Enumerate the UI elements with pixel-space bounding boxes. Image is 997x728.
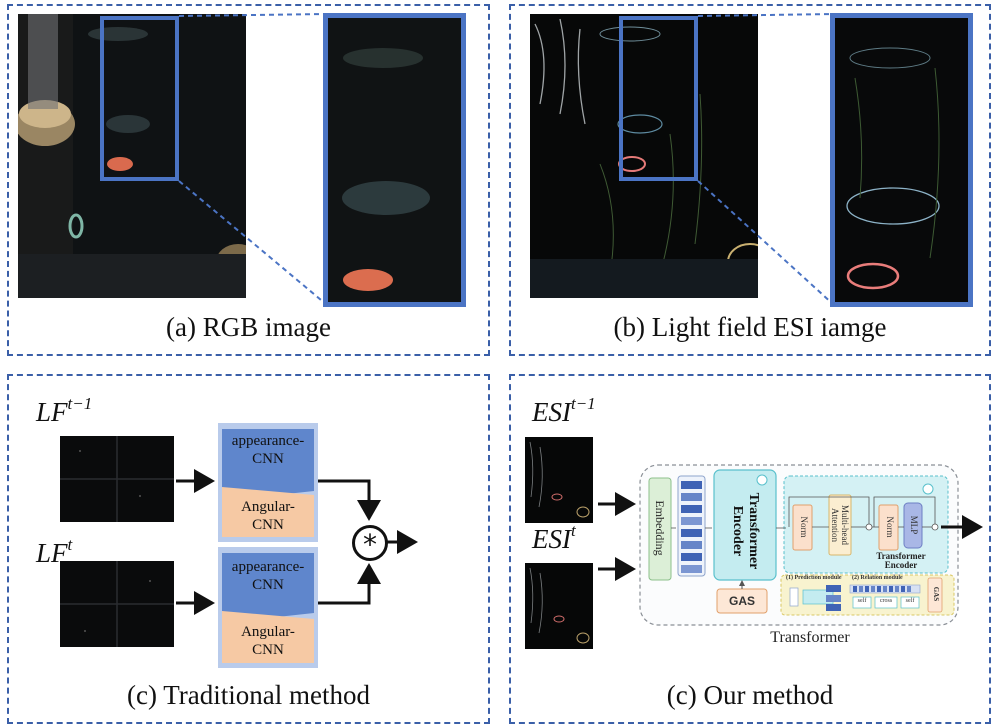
appearance-cnn-top: appearance- CNN [218, 432, 318, 468]
lf-grid-image-prev [60, 436, 174, 522]
input-label-esi-cur: ESIt [532, 521, 576, 554]
esi-thumbnail-cur [525, 563, 593, 649]
relation-block-self-1: self [857, 598, 867, 604]
esi-zoom-region-box [619, 16, 698, 181]
attention-line2: Attention [830, 508, 840, 542]
esi-thumbnail-prev [525, 437, 593, 523]
lf-grid-image-cur [60, 561, 174, 647]
appearance-cnn-line1: appearance- [231, 559, 305, 575]
angular-cnn-top: Angular- CNN [218, 498, 318, 534]
embedding-label: Embedding [653, 500, 667, 556]
panel-our-method [509, 374, 991, 724]
appearance-cnn-bottom: appearance- CNN [218, 558, 318, 594]
angular-cnn-bottom: Angular- CNN [218, 623, 318, 659]
angular-cnn-line1: Angular- [241, 499, 295, 515]
transformer-encoder-block-label: Transformer Encoder [729, 481, 761, 581]
relation-block-self-2: self [905, 598, 915, 604]
attention-label: Multi-head Attention [830, 500, 850, 550]
appearance-cnn-line2: CNN [252, 577, 284, 593]
panel-esi-image [509, 4, 991, 356]
mlp-label: MLP [909, 515, 919, 535]
rgb-zoomed-crop [323, 13, 466, 307]
encoder-detail-label: Transformer Encoder [866, 552, 936, 570]
panel-rgb-image [7, 4, 490, 356]
angular-cnn-line2: CNN [252, 517, 284, 533]
cnn-shapes [222, 429, 314, 663]
appearance-cnn-line2: CNN [252, 451, 284, 467]
encoder-detail-line2: Encoder [884, 560, 918, 570]
transformer-encoder-line1: Transformer [746, 492, 761, 570]
angular-cnn-line2: CNN [252, 642, 284, 658]
rgb-zoom-region-box [100, 16, 179, 181]
transformer-caption-label: Transformer [770, 629, 850, 646]
esi-aquarium-image [530, 14, 758, 298]
norm-label-1: Norm [799, 516, 809, 538]
caption-esi-image: (b) Light field ESI iamge [613, 312, 887, 342]
gas-side-label: GAS [932, 586, 940, 602]
encoder-detail-line1: Transformer [876, 551, 926, 561]
norm-label-2: Norm [885, 516, 895, 538]
esi-zoomed-crop [830, 13, 973, 307]
panel-traditional-method [7, 374, 490, 724]
input-label-esi-prev: ESIt−1 [532, 394, 596, 427]
transformer-encoder-line2: Encoder [730, 505, 745, 557]
fusion-operator: * [352, 525, 388, 561]
gas-label: GAS [728, 594, 755, 608]
attention-line1: Multi-head [840, 505, 850, 545]
rgb-aquarium-image [18, 14, 246, 298]
caption-our-method: (c) Our method [666, 680, 834, 710]
relation-block-cross: cross [879, 598, 893, 604]
input-label-lf-prev: LFt−1 [36, 394, 93, 427]
caption-traditional-method: (c) Traditional method [127, 680, 370, 710]
appearance-cnn-line1: appearance- [231, 433, 305, 449]
cnn-stack-divider [218, 542, 318, 547]
prediction-module-label: (1) Prediction module [786, 575, 842, 581]
relation-module-label: (2) Relation module [852, 575, 903, 581]
caption-rgb-image: (a) RGB image [166, 312, 331, 342]
angular-cnn-line1: Angular- [241, 624, 295, 640]
